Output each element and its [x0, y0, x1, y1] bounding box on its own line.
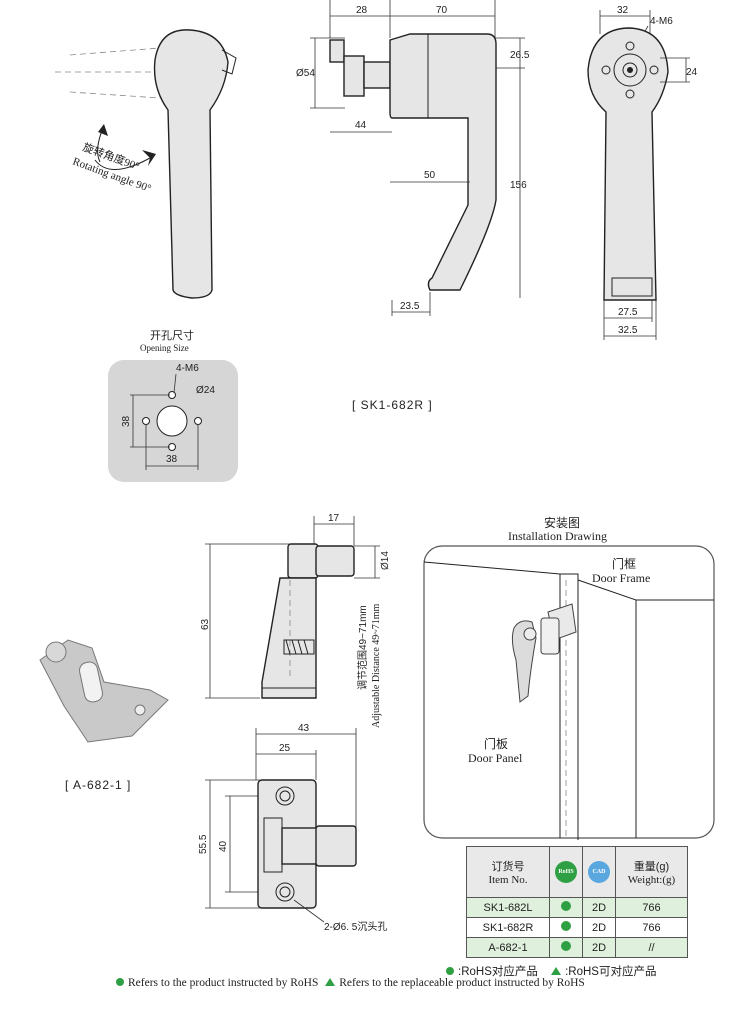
- door-panel-en: Door Panel: [468, 751, 523, 765]
- cell-weight: 766: [615, 897, 688, 918]
- rohs-badge-icon: RoHS: [555, 861, 577, 883]
- header-item-cn: 订货号: [491, 861, 525, 873]
- cell-weight: 766: [615, 917, 688, 938]
- dim-24-right: 24: [686, 67, 698, 78]
- dim-27-5: 27.5: [618, 307, 638, 318]
- bracket-photo: [ A-682-1 ]: [39, 639, 169, 792]
- adjust-range-en: Adjustable Distance 49~71mm: [371, 604, 382, 728]
- model-label: [ SK1-682R ]: [352, 398, 433, 412]
- dim-32-5: 32.5: [618, 325, 638, 336]
- legend-cn: :RoHS对应产品 :RoHS可对应产品: [446, 963, 656, 979]
- opening-d24: Ø24: [196, 385, 215, 396]
- opening-title-en: Opening Size: [140, 343, 189, 353]
- cell-cad: 2D: [582, 917, 616, 938]
- handle-side-view: 28 70 26.5 156 Ø54 44 50 23.5: [296, 0, 530, 316]
- legend-rohs-en: Refers to the product instructed by RoHS: [128, 977, 319, 989]
- installation-drawing: 安装图 Installation Drawing 门框 Door Frame 门…: [423, 515, 715, 840]
- dim-d54: Ø54: [296, 68, 315, 79]
- cell-rohs: [549, 937, 583, 958]
- cad-badge-icon: CAD: [588, 861, 610, 883]
- dim-32: 32: [617, 5, 629, 16]
- legend-rohs-cn: :RoHS对应产品: [458, 966, 538, 978]
- rohs-triangle-icon: [325, 978, 336, 986]
- cell-weight: //: [615, 937, 688, 958]
- header-weight-en: Weight:(g): [627, 874, 676, 886]
- opening-size-drawing: 开孔尺寸 Opening Size 4-M6 Ø24 38 38: [108, 328, 238, 482]
- rohs-dot-icon: [446, 967, 454, 975]
- rohs-dot-icon: [561, 921, 571, 931]
- dim-50: 50: [424, 170, 436, 181]
- cell-rohs: [549, 917, 583, 938]
- dim-d14: Ø14: [380, 551, 391, 570]
- door-frame-en: Door Frame: [592, 571, 650, 585]
- rohs-dot-icon: [561, 941, 571, 951]
- dim-70: 70: [436, 5, 448, 16]
- dim-55-5: 55.5: [198, 834, 209, 854]
- opening-dim-38-v: 38: [121, 415, 132, 427]
- spec-table-header: 订货号 Item No. RoHS CAD 重量(g) Weight:(g): [466, 846, 688, 898]
- bracket-front-view: 43 25 55.5 40 2-Ø6. 5沉头孔: [198, 723, 387, 933]
- dim-63: 63: [200, 618, 211, 630]
- handle-front-view: 旋转角度90° Rotating angle 90°: [55, 29, 237, 299]
- table-row: A-682-1 2D //: [466, 937, 688, 958]
- install-title-cn: 安装图: [544, 515, 580, 530]
- cell-item: A-682-1: [466, 937, 550, 958]
- dim-44: 44: [355, 120, 367, 131]
- part-label: [ A-682-1 ]: [65, 778, 131, 792]
- cell-cad: 2D: [582, 937, 616, 958]
- header-cad: CAD: [582, 846, 616, 898]
- dim-25: 25: [279, 743, 291, 754]
- dim-17: 17: [328, 513, 340, 524]
- dim-40: 40: [218, 840, 229, 852]
- header-rohs: RoHS: [549, 846, 583, 898]
- label-4-m6-top: 4-M6: [650, 16, 673, 27]
- table-row: SK1-682L 2D 766: [466, 897, 688, 918]
- dim-23-5: 23.5: [400, 301, 420, 312]
- header-item-en: Item No.: [488, 874, 528, 886]
- hole-note: 2-Ø6. 5沉头孔: [324, 920, 387, 933]
- rohs-dot-icon: [561, 901, 571, 911]
- install-title-en: Installation Drawing: [508, 529, 607, 543]
- door-frame-cn: 门框: [612, 556, 636, 571]
- handle-bolt-view: 32 4-M6 24 27.5 32.5: [587, 5, 698, 340]
- door-panel-cn: 门板: [484, 736, 508, 751]
- header-weight-cn: 重量(g): [633, 861, 670, 873]
- spec-table: 订货号 Item No. RoHS CAD 重量(g) Weight:(g) S…: [466, 846, 688, 958]
- dim-156: 156: [510, 180, 527, 191]
- cell-rohs: [549, 897, 583, 918]
- legend-rohs-replace-en: Refers to the replaceable product instru…: [339, 977, 585, 989]
- rohs-dot-icon: [116, 978, 124, 986]
- header-weight: 重量(g) Weight:(g): [615, 846, 688, 898]
- table-row: SK1-682R 2D 766: [466, 917, 688, 938]
- dim-28: 28: [356, 5, 368, 16]
- bracket-side-view: 17 Ø14 63 调节范围49~71mm Adjustable Distanc…: [200, 513, 391, 728]
- opening-dim-38-h: 38: [166, 454, 178, 465]
- adjust-range-cn: 调节范围49~71mm: [356, 605, 369, 690]
- rohs-triangle-icon: [551, 967, 562, 975]
- opening-4-m6: 4-M6: [176, 363, 199, 374]
- legend-en: Refers to the product instructed by RoHS…: [116, 977, 585, 989]
- dim-43: 43: [298, 723, 310, 734]
- legend-rohs-replace-cn: :RoHS可对应产品: [565, 966, 657, 978]
- cell-cad: 2D: [582, 897, 616, 918]
- cell-item: SK1-682L: [466, 897, 550, 918]
- header-item-no: 订货号 Item No.: [466, 846, 550, 898]
- dim-26-5: 26.5: [510, 50, 530, 61]
- opening-title-cn: 开孔尺寸: [150, 328, 194, 342]
- cell-item: SK1-682R: [466, 917, 550, 938]
